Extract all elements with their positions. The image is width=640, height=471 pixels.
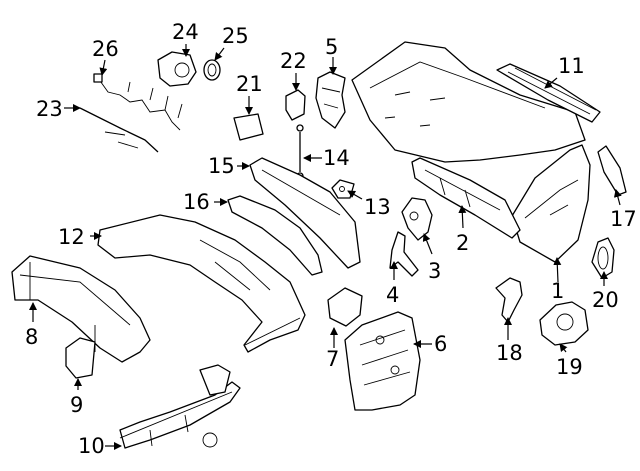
callout-1: 1 <box>551 279 564 303</box>
part-15-diffuser-strip <box>249 157 361 269</box>
part-10-trailer-hitch <box>119 364 241 449</box>
part-1-bumper-cover <box>511 144 591 263</box>
callout-11: 11 <box>558 54 585 78</box>
callout-20: 20 <box>592 288 619 312</box>
part-2-bracket <box>411 157 521 239</box>
callout-9: 9 <box>70 393 83 417</box>
part-11-trim-strip <box>496 63 601 123</box>
part-13-clip <box>331 179 355 199</box>
leader-2 <box>458 205 467 229</box>
part-3-bracket <box>401 197 433 241</box>
callout-12: 12 <box>58 225 85 249</box>
callout-labels: 1 2 3 4 5 6 7 8 9 10 11 12 13 14 15 16 1… <box>25 20 637 458</box>
callout-18: 18 <box>496 341 523 365</box>
callout-5: 5 <box>325 35 338 59</box>
leader-25 <box>214 47 225 61</box>
leader-26 <box>99 59 108 76</box>
callout-8: 8 <box>25 325 38 349</box>
callout-22: 22 <box>280 49 307 73</box>
part-19-housing <box>539 301 589 346</box>
callout-6: 6 <box>434 332 447 356</box>
part-23-wire-harness <box>79 107 159 153</box>
leader-19 <box>559 343 568 353</box>
leader-1 <box>553 257 562 283</box>
part-17-side-strip <box>597 145 627 196</box>
callout-7: 7 <box>326 347 339 371</box>
callout-23: 23 <box>36 97 63 121</box>
callout-21: 21 <box>236 72 263 96</box>
part-5-bracket <box>315 71 346 129</box>
callout-16: 16 <box>183 190 210 214</box>
part-26-wiring <box>93 73 183 131</box>
callout-10: 10 <box>78 434 105 458</box>
part-9-plate <box>65 337 96 379</box>
part-12-lower-bumper <box>97 214 306 353</box>
part-6-bracket-panel <box>344 311 421 411</box>
leader-13 <box>347 190 363 200</box>
leader-3 <box>422 233 433 255</box>
part-24-sensor <box>157 51 197 87</box>
callout-15: 15 <box>208 154 235 178</box>
leader-lines <box>29 44 622 450</box>
part-7-cover-plate <box>327 287 363 327</box>
callout-25: 25 <box>222 24 249 48</box>
callout-24: 24 <box>172 20 199 44</box>
callout-26: 26 <box>92 37 119 61</box>
part-21-small-cover <box>233 113 264 141</box>
part-14-rod <box>296 124 304 180</box>
callout-17: 17 <box>610 207 637 231</box>
part-22-connector <box>285 89 306 121</box>
callout-3: 3 <box>428 259 441 283</box>
part-8-reinforcement-beam <box>11 255 151 363</box>
part-16-lower-strip <box>227 195 323 276</box>
part-25-grommet <box>203 59 221 81</box>
callout-14: 14 <box>323 146 350 170</box>
leader-17 <box>613 189 622 206</box>
callout-13: 13 <box>364 195 391 219</box>
callout-4: 4 <box>386 283 399 307</box>
part-11-bumper-upper <box>351 41 586 163</box>
part-18-bracket <box>495 277 523 323</box>
callout-19: 19 <box>556 355 583 379</box>
callout-2: 2 <box>456 231 469 255</box>
leader-11 <box>544 77 558 89</box>
part-20-cap <box>591 237 615 279</box>
